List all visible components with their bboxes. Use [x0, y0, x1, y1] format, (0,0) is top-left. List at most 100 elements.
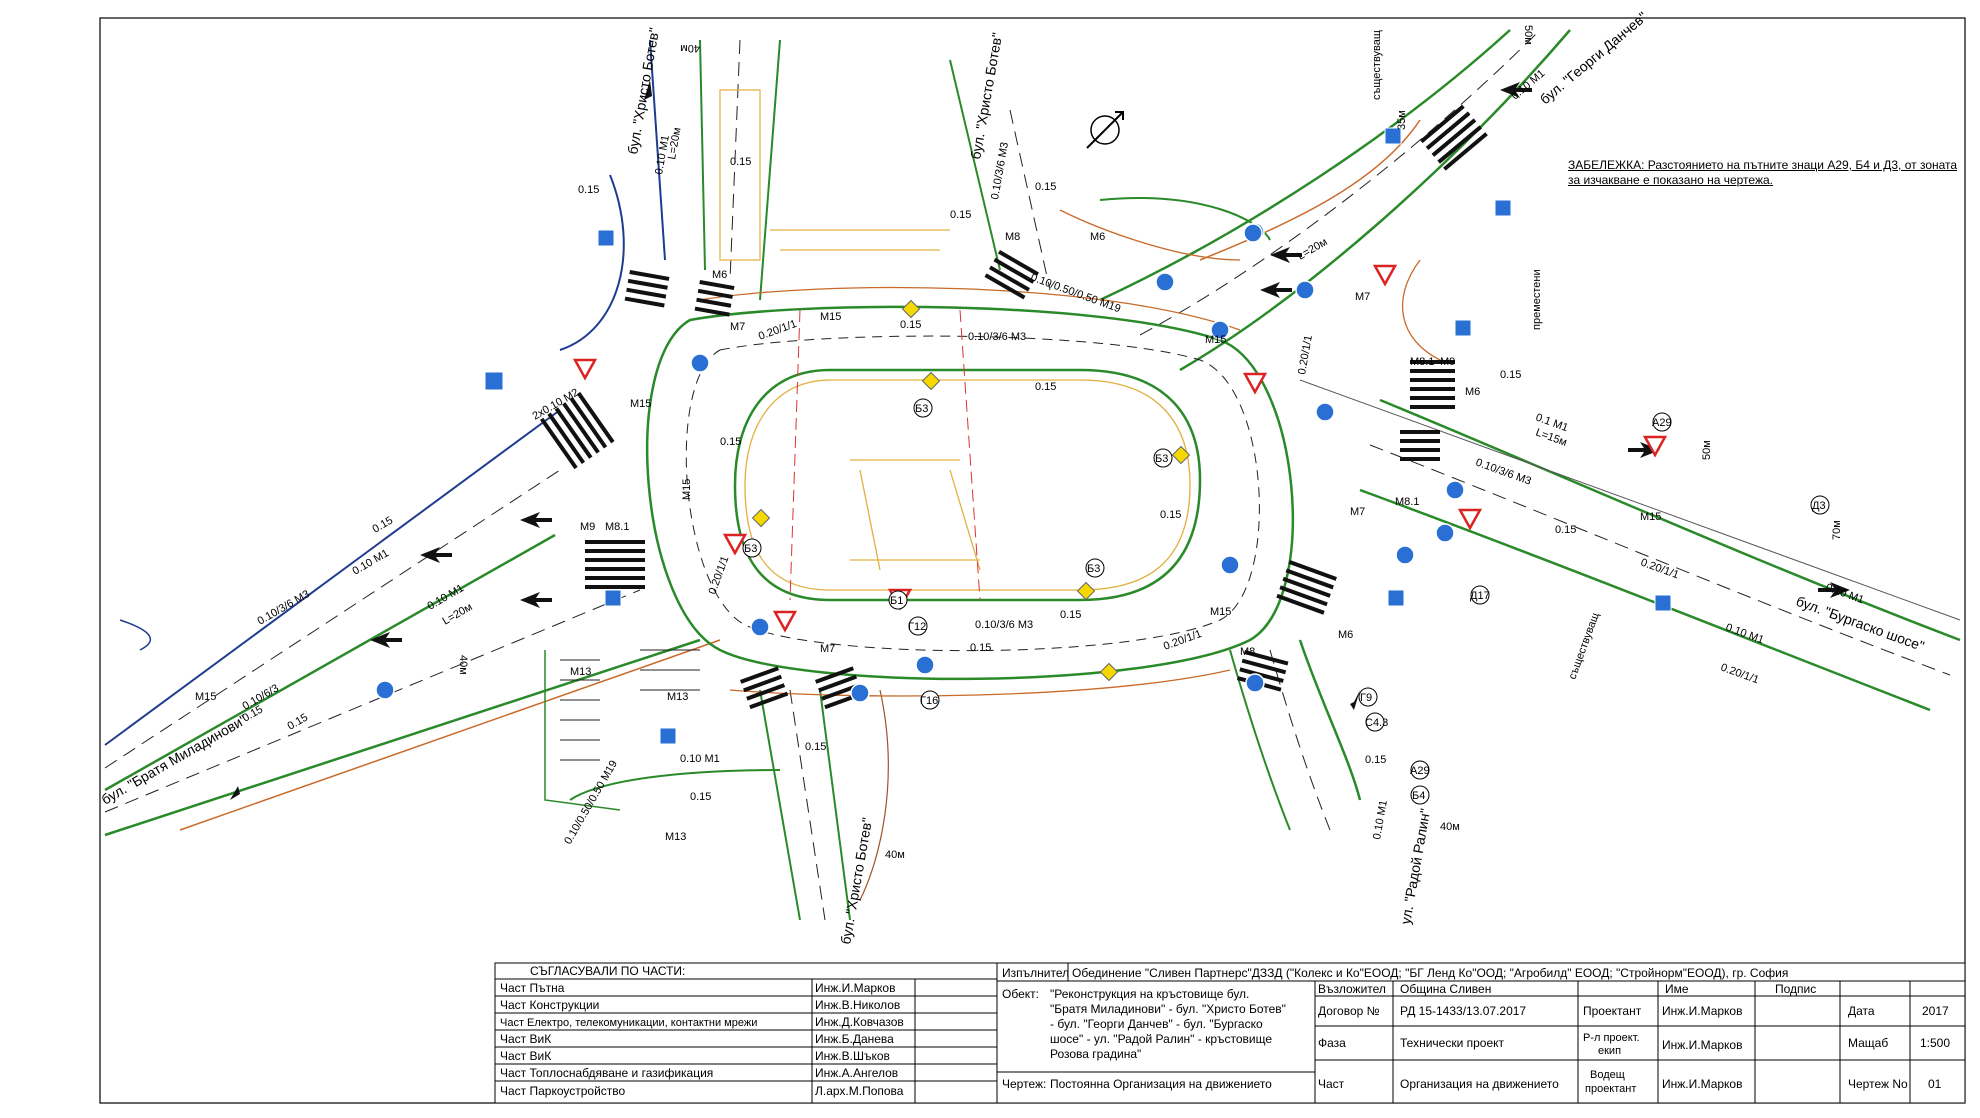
arrow-icon [1500, 82, 1532, 98]
arrow-icon [370, 632, 402, 648]
svg-text:40м: 40м [457, 655, 469, 675]
info-signs [484, 127, 1672, 745]
svg-text:0.10 M1: 0.10 M1 [1724, 622, 1765, 647]
svg-text:40м: 40м [680, 42, 700, 54]
street-hristo-botev-top-right: бул. "Христо Ботев" [967, 31, 1005, 160]
approvals-table: СЪГЛАСУВАЛИ ПО ЧАСТИ: Част Пътна Инж.И.М… [494, 962, 998, 1104]
part-value: Организация на движението [1400, 1077, 1559, 1091]
designer-label: Проектант [1583, 1004, 1642, 1018]
svg-text:преместени: преместени [1531, 269, 1543, 330]
approval-part: Част ВиК [500, 1049, 551, 1063]
svg-text:0.15: 0.15 [1035, 381, 1056, 393]
object-value: шосе" - ул. "Радой Ралин" - кръстовище [1050, 1032, 1272, 1046]
svg-text:35м: 35м [1396, 110, 1408, 130]
svg-text:0.15: 0.15 [970, 642, 991, 654]
roundabout-sign-icon [1395, 545, 1415, 565]
arrow-icon [644, 80, 652, 100]
svg-text:Д17: Д17 [1470, 590, 1490, 602]
approval-person: Инж.В.Николов [815, 998, 900, 1012]
leading-name: Инж.И.Марков [1662, 1077, 1742, 1091]
object-label: Обект: [1002, 987, 1039, 1001]
sign-header: Подпис [1775, 982, 1816, 996]
road-network [104, 29, 1961, 921]
roundabout-sign-icon [750, 617, 770, 637]
svg-text:Б3: Б3 [1087, 563, 1100, 575]
lead-name: Инж.И.Марков [1662, 1038, 1742, 1052]
svg-text:А29: А29 [1652, 417, 1672, 429]
arrow-icon [230, 786, 240, 800]
approval-part: Част Топлоснабдяване и газификация [500, 1066, 713, 1080]
designer-name: Инж.И.Марков [1662, 1004, 1742, 1018]
svg-text:M8.1: M8.1 [1410, 356, 1434, 368]
title-block: Изпълнител Обединение "Сливен Партнерс"Д… [996, 962, 1966, 1104]
object-value: Розова градина" [1050, 1047, 1141, 1061]
svg-text:0.20/1/1: 0.20/1/1 [1639, 557, 1680, 582]
svg-text:съществуващ: съществуващ [1567, 611, 1602, 681]
approval-part: Част Паркоустройство [500, 1084, 626, 1098]
approval-part: Част Конструкции [500, 998, 599, 1012]
svg-text:M6: M6 [1090, 231, 1105, 243]
svg-text:0.15: 0.15 [900, 319, 921, 331]
svg-text:Г16: Г16 [920, 695, 938, 707]
object-value: "Реконструкция на кръстовище бул. [1050, 987, 1249, 1001]
svg-text:M9: M9 [580, 521, 595, 533]
svg-text:0.15: 0.15 [1500, 369, 1521, 381]
roundabout-sign-icon [690, 353, 710, 373]
svg-text:40м: 40м [1440, 821, 1460, 833]
svg-text:0.15: 0.15 [1035, 181, 1056, 193]
arrow-icon [520, 512, 552, 528]
object-value: "Братя Миладинови" - бул. "Христо Ботев" [1050, 1002, 1286, 1016]
phase-label: Фаза [1318, 1036, 1346, 1050]
svg-text:M8: M8 [1005, 231, 1020, 243]
svg-text:M15: M15 [820, 311, 841, 323]
svg-text:0.20/1/1: 0.20/1/1 [757, 318, 798, 343]
svg-text:50м: 50м [1701, 440, 1713, 460]
phase-value: Технически проект [1400, 1036, 1505, 1050]
arrow-icon [1260, 282, 1292, 298]
yield-sign-icon [1457, 508, 1483, 531]
svg-text:0.10 M1: 0.10 M1 [351, 547, 391, 577]
arrow-icon [1270, 247, 1302, 263]
arrow-icon [1628, 442, 1660, 458]
arrow-icon [420, 547, 452, 563]
street-bratya-miladinovi: бул. "Братя Миладинови" [99, 711, 250, 807]
drawing-value: Постоянна Организация на движението [1050, 1077, 1272, 1091]
svg-text:0.15: 0.15 [720, 436, 741, 448]
roundabout-sign-icon [1155, 272, 1175, 292]
mandatory-signs [375, 222, 1465, 703]
svg-text:Д3: Д3 [1812, 500, 1826, 512]
svg-text:0.15: 0.15 [371, 514, 396, 535]
svg-text:Б4: Б4 [1412, 790, 1425, 802]
contract-label: Договор № [1318, 1004, 1380, 1018]
roundabout-sign-icon [1210, 320, 1230, 340]
svg-text:0.20/1/1: 0.20/1/1 [707, 555, 732, 596]
svg-text:40м: 40м [885, 849, 905, 861]
svg-text:M15: M15 [1205, 334, 1226, 346]
approval-person: Инж.Б.Данева [815, 1032, 894, 1046]
svg-text:0.15: 0.15 [1555, 524, 1576, 536]
approvals-title: СЪГЛАСУВАЛИ ПО ЧАСТИ: [530, 964, 685, 978]
note-block: ЗАБЕЛЕЖКА: Разстоянието на пътните знаци… [1568, 158, 1957, 187]
roundabout-sign-icon [850, 683, 870, 703]
roundabout-sign-icon [1220, 555, 1240, 575]
date-value: 2017 [1922, 1004, 1949, 1018]
approval-person: Инж.И.Марков [815, 981, 895, 995]
svg-text:0.20/1/1: 0.20/1/1 [1162, 628, 1203, 653]
svg-text:Б3: Б3 [744, 543, 757, 555]
yield-sign-icon [1242, 372, 1268, 395]
assignor-label: Възложител [1318, 982, 1386, 996]
scale-label: Мащаб [1848, 1036, 1888, 1050]
svg-text:M8.1: M8.1 [1395, 496, 1419, 508]
assignor-value: Община Сливен [1400, 982, 1491, 996]
svg-text:70м: 70м [1831, 520, 1843, 540]
street-georgi-danchev: бул. "Георги Данчев" [1537, 8, 1650, 107]
svg-text:0.10/3/6 M3: 0.10/3/6 M3 [975, 619, 1033, 631]
executor-label: Изпълнител [1002, 966, 1069, 980]
svg-text:L=20м: L=20м [1296, 236, 1330, 263]
leading-label: проектант [1585, 1083, 1636, 1095]
roundabout-sign-icon [1435, 523, 1455, 543]
roundabout-sign-icon [1295, 280, 1315, 300]
svg-text:0.10/0.50/0.50 M19: 0.10/0.50/0.50 M19 [562, 758, 620, 846]
approval-person: Л.арх.М.Попова [815, 1084, 904, 1098]
svg-text:M6: M6 [1338, 629, 1353, 641]
